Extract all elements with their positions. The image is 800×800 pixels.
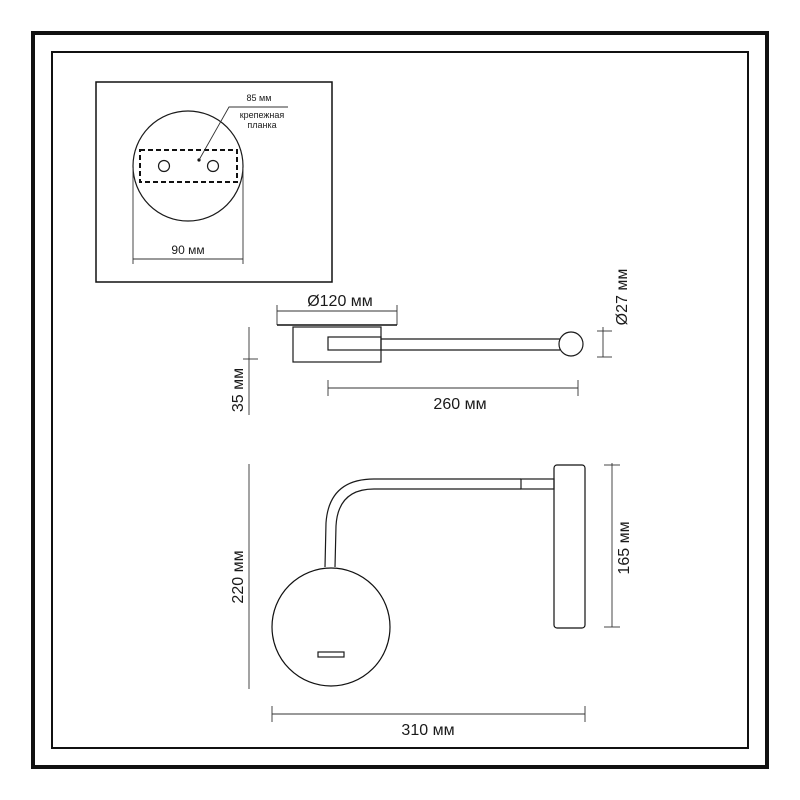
wall-plate — [553, 464, 586, 629]
lamp-head-side — [558, 331, 584, 357]
label-height-35: 35 мм — [230, 368, 247, 412]
label-plate-line1: крепежная — [240, 110, 285, 120]
arm-inner-slot — [327, 336, 382, 351]
outer-frame — [31, 31, 769, 769]
label-diameter-27: Ø27 мм — [614, 269, 631, 326]
base-circle — [132, 110, 244, 222]
label-total-width-310: 310 мм — [401, 722, 454, 739]
leader-line — [198, 106, 288, 161]
base-body — [292, 326, 382, 363]
side-view: Ø120 мм Ø27 мм 35 мм 260 мм — [230, 269, 631, 415]
arm-connector — [520, 478, 555, 490]
label-90mm: 90 мм — [171, 243, 204, 257]
arm-outer-curve — [324, 478, 521, 568]
mounting-plate-dashed — [139, 149, 238, 183]
arm-inner-curve — [334, 488, 521, 568]
screw-hole-left — [157, 159, 171, 173]
touch-switch — [317, 651, 345, 658]
label-plate-line2: планка — [247, 120, 276, 130]
label-total-height-220: 220 мм — [230, 550, 247, 603]
front-view: 220 мм 165 мм 310 мм — [230, 463, 633, 739]
inner-frame — [51, 51, 749, 749]
mounting-plate-inset: 85 мм крепежная планка 90 мм — [95, 81, 333, 283]
label-85mm: 85 мм — [247, 93, 272, 103]
screw-hole-right — [206, 159, 220, 173]
lamp-head-front — [271, 567, 391, 687]
label-diameter-120: Ø120 мм — [307, 293, 373, 310]
label-arm-length-260: 260 мм — [433, 396, 486, 413]
inset-frame — [95, 81, 333, 283]
label-plate-height-165: 165 мм — [616, 521, 633, 574]
